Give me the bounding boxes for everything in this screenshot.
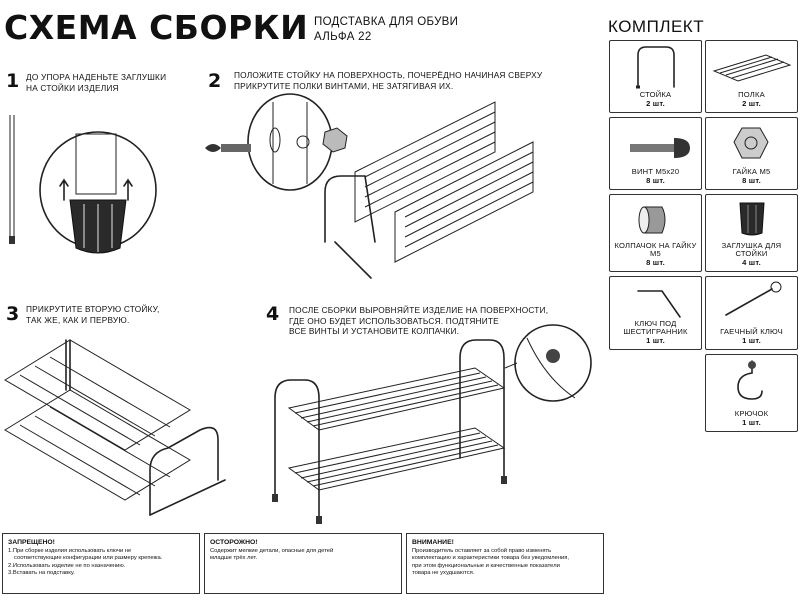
kit-item-name: ПОЛКА (738, 90, 765, 100)
kit-item-name: ВИНТ М5х20 (631, 167, 680, 177)
hook-icon (737, 360, 763, 400)
stand-icon (636, 46, 675, 89)
step-2-line-2: ПРИКРУТИТЕ ПОЛКИ ВИНТАМИ, НЕ ЗАТЯГИВАЯ И… (234, 80, 454, 91)
step-3-illustration (4, 339, 226, 516)
screw-icon (630, 138, 690, 158)
kit-item-qty: 2 шт. (646, 99, 665, 109)
kit-item-qty: 8 шт. (742, 176, 761, 186)
kit-item-qty: 2 шт. (742, 99, 761, 109)
step-3-line-1: ПРИКРУТИТЕ ВТОРУЮ СТОЙКУ, (26, 304, 160, 314)
notice-title: ОСТОРОЖНО! (210, 539, 258, 546)
notice-caution: ОСТОРОЖНО! Содержит мелкие детали, опасн… (204, 533, 402, 594)
hex-key-icon (637, 290, 681, 318)
step-3-line-2: ТАК ЖЕ, КАК И ПЕРВУЮ. (26, 314, 130, 325)
notice-line: Производитель оставляет за собой право и… (412, 548, 552, 554)
notice-attention: ВНИМАНИЕ! Производитель оставляет за соб… (406, 533, 604, 594)
step-2-number: 2 (208, 70, 222, 92)
product-model: АЛЬФА 22 (314, 31, 372, 43)
step-4-line-3: ВСЕ ВИНТЫ И УСТАНОВИТЕ КОЛПАЧКИ. (289, 326, 460, 336)
step-4-illustration (272, 324, 592, 524)
step-2-line-1: ПОЛОЖИТЕ СТОЙКУ НА ПОВЕРХНОСТЬ, ПОЧЕРЁДН… (234, 70, 543, 80)
notice-line: товара не ухудшаются. (412, 569, 475, 576)
kit-item-qty: 1 шт. (742, 418, 761, 428)
nut-icon (733, 127, 769, 159)
kit-item-name: СТОЙКА (639, 90, 672, 100)
kit-item-name: ГАЙКА М5 (732, 167, 771, 177)
shelf-icon (712, 54, 792, 82)
kit-item-qty: 8 шт. (646, 258, 665, 268)
page-title: СХЕМА СБОРКИ (4, 8, 309, 47)
step-1-illustration (9, 115, 157, 254)
kit-item-name: КРЮЧОК (734, 409, 769, 419)
notice-line: комплектацию и характеристики товара без… (412, 555, 570, 562)
notice-line: при этом функциональные и качественные п… (412, 562, 560, 569)
notice-line: 3.Вставать на подставку. (8, 569, 75, 576)
notice-line: соответствующие конфигурации или размеру… (14, 555, 163, 562)
notice-line: младше трёх лет. (210, 555, 258, 562)
cap-icon (638, 206, 666, 234)
product-subtitle: ПОДСТАВКА ДЛЯ ОБУВИ АЛЬФА 22 (314, 15, 458, 45)
step-4-text: ПОСЛЕ СБОРКИ ВЫРОВНЯЙТЕ ИЗДЕЛИЕ НА ПОВЕР… (289, 305, 548, 337)
notice-line: Содержит мелкие детали, опасные для дете… (210, 548, 334, 554)
step-2-illustration (205, 93, 534, 279)
product-type: ПОДСТАВКА ДЛЯ ОБУВИ (314, 16, 459, 28)
kit-item-qty: 1 шт. (742, 336, 761, 346)
notice-title: ЗАПРЕЩЕНО! (8, 539, 55, 546)
step-4-line-2: ГДЕ ОНО БУДЕТ ИСПОЛЬЗОВАТЬСЯ. ПОДТЯНИТЕ (289, 315, 499, 326)
step-4-line-1: ПОСЛЕ СБОРКИ ВЫРОВНЯЙТЕ ИЗДЕЛИЕ НА ПОВЕР… (289, 305, 549, 315)
step-1-number: 1 (6, 70, 20, 92)
notice-line: 1.При сборке изделия использовать ключи … (8, 548, 132, 554)
kit-item-name: ГАЕЧНЫЙ КЛЮЧ (720, 327, 783, 337)
step-1-line-1: ДО УПОРА НАДЕНЬТЕ ЗАГЛУШКИ (26, 72, 167, 82)
kit-item-qty: 1 шт. (646, 336, 665, 346)
notice-forbidden: ЗАПРЕЩЕНО! 1.При сборке изделия использо… (2, 533, 200, 594)
kit-item-qty: 4 шт. (742, 258, 761, 268)
plug-icon (739, 202, 765, 236)
step-3-text: ПРИКРУТИТЕ ВТОРУЮ СТОЙКУ, ТАК ЖЕ, КАК И … (26, 304, 160, 325)
notice-line: 2.Использовать изделие не по назначению. (8, 562, 126, 569)
kit-item-qty: 8 шт. (646, 176, 665, 186)
kit-item-name: ЗАГЛУШКА ДЛЯ СТОЙКИ (721, 240, 782, 259)
step-4-number: 4 (266, 303, 280, 325)
step-3-number: 3 (6, 303, 20, 325)
step-1-line-2: НА СТОЙКИ ИЗДЕЛИЯ (26, 82, 119, 93)
notice-body: 1.При сборке изделия использовать ключи … (8, 548, 195, 577)
kit-item-name: КЛЮЧ ПОД ШЕСТИГРАННИК (623, 318, 688, 337)
kit-item-name: КОЛПАЧОК НА ГАЙКУ М5 (614, 240, 697, 259)
notice-title: ВНИМАНИЕ! (412, 539, 454, 546)
notice-body: Производитель оставляет за собой право и… (412, 548, 599, 577)
step-1-text: ДО УПОРА НАДЕНЬТЕ ЗАГЛУШКИ НА СТОЙКИ ИЗД… (26, 72, 166, 93)
notice-body: Содержит мелкие детали, опасные для дете… (210, 548, 397, 563)
wrench-icon (725, 281, 782, 316)
step-2-text: ПОЛОЖИТЕ СТОЙКУ НА ПОВЕРХНОСТЬ, ПОЧЕРЁДН… (234, 70, 542, 91)
